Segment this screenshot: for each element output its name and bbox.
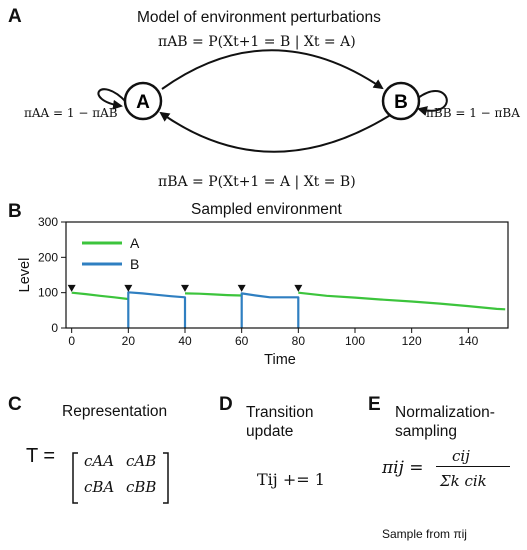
- series-b-segment-0: [127, 291, 187, 328]
- sample-note: Sample from πij: [382, 527, 467, 541]
- panel-c-title: Representation: [62, 403, 168, 420]
- matrix-lhs: T =: [26, 445, 56, 467]
- matrix-brackets-svg: [72, 452, 169, 504]
- matrix-cell-aa: cAA: [84, 452, 115, 470]
- x-tick-label-120: 120: [402, 334, 422, 348]
- panel-d-title-line2: update: [246, 423, 294, 440]
- legend-label-a: A: [130, 235, 140, 251]
- matrix-cell-ba: cBA: [84, 478, 115, 496]
- matrix-brackets: [0, 440, 200, 510]
- arrow-b-to-a: [159, 111, 393, 153]
- plot-frame: [65, 221, 509, 329]
- series-a-segment-1: [184, 292, 242, 297]
- normalization-numerator: cij: [452, 447, 470, 465]
- x-tick-label-40: 40: [178, 334, 192, 348]
- x-tick-label-80: 80: [292, 334, 306, 348]
- x-tick-label-0: 0: [68, 334, 75, 348]
- panel-letter-b: B: [8, 201, 22, 222]
- y-tick-label-200: 200: [38, 250, 58, 264]
- switch-marker-1: [124, 284, 133, 292]
- arrow-a-to-b: [161, 49, 384, 90]
- right-bracket: [163, 452, 169, 504]
- legend-label-b: B: [130, 256, 139, 272]
- equation-pi-aa: πAA = 1 − πAB: [24, 106, 118, 120]
- x-tick-label-60: 60: [235, 334, 249, 348]
- series-a-segment-0: [71, 291, 129, 301]
- switch-marker-2: [181, 284, 189, 292]
- matrix-cell-ab: cAB: [126, 452, 157, 470]
- normalization-lhs: πij =: [382, 458, 424, 478]
- panel-b-title: Sampled environment: [191, 201, 342, 218]
- switch-marker-0: [67, 284, 76, 292]
- x-tick-label-100: 100: [345, 334, 365, 348]
- matrix-cell-bb: cBB: [126, 478, 157, 496]
- self-loop-a: [97, 88, 127, 110]
- y-tick-label-0: 0: [51, 321, 58, 335]
- left-bracket: [72, 452, 78, 504]
- node-a-label: A: [136, 92, 150, 113]
- panel-a-title: Model of environment perturbations: [137, 9, 381, 26]
- node-a-circle: [123, 81, 163, 121]
- y-tick-label-300: 300: [38, 215, 58, 229]
- switch-marker-4: [294, 284, 303, 292]
- markov-diagram: A B: [0, 0, 527, 200]
- series-b-segment-1: [240, 292, 300, 328]
- fraction-bar: [436, 466, 510, 467]
- equation-pi-ab: πAB = P(Xt+1 = B | Xt = A): [158, 34, 356, 50]
- panel-e-title-line1: Normalization-: [395, 404, 495, 421]
- node-b-circle: [381, 81, 421, 121]
- transition-update-equation: Tij += 1: [257, 470, 325, 489]
- x-tick-label-20: 20: [122, 334, 136, 348]
- self-loop-b: [417, 90, 448, 116]
- panel-letter-e: E: [368, 394, 381, 415]
- normalization-denominator: Σk cik: [440, 472, 487, 490]
- panel-letter-d: D: [219, 394, 233, 415]
- y-tick-label-100: 100: [38, 286, 58, 300]
- y-axis-label: Level: [17, 258, 33, 293]
- series-a-segment-2: [298, 291, 506, 311]
- panel-d-title-line1: Transition: [246, 404, 314, 421]
- x-axis-label: Time: [264, 352, 296, 368]
- node-b-label: B: [394, 92, 408, 113]
- panel-e-title-line2: sampling: [395, 423, 458, 440]
- panel-letter-c: C: [8, 394, 22, 415]
- panel-letter-a: A: [8, 6, 22, 27]
- markov-diagram-svg: A B: [97, 49, 448, 153]
- switch-marker-3: [237, 284, 246, 292]
- equation-pi-bb: πBB = 1 − πBA: [426, 106, 520, 120]
- x-tick-label-140: 140: [458, 334, 478, 348]
- equation-pi-ba: πBA = P(Xt+1 = A | Xt = B): [158, 174, 356, 190]
